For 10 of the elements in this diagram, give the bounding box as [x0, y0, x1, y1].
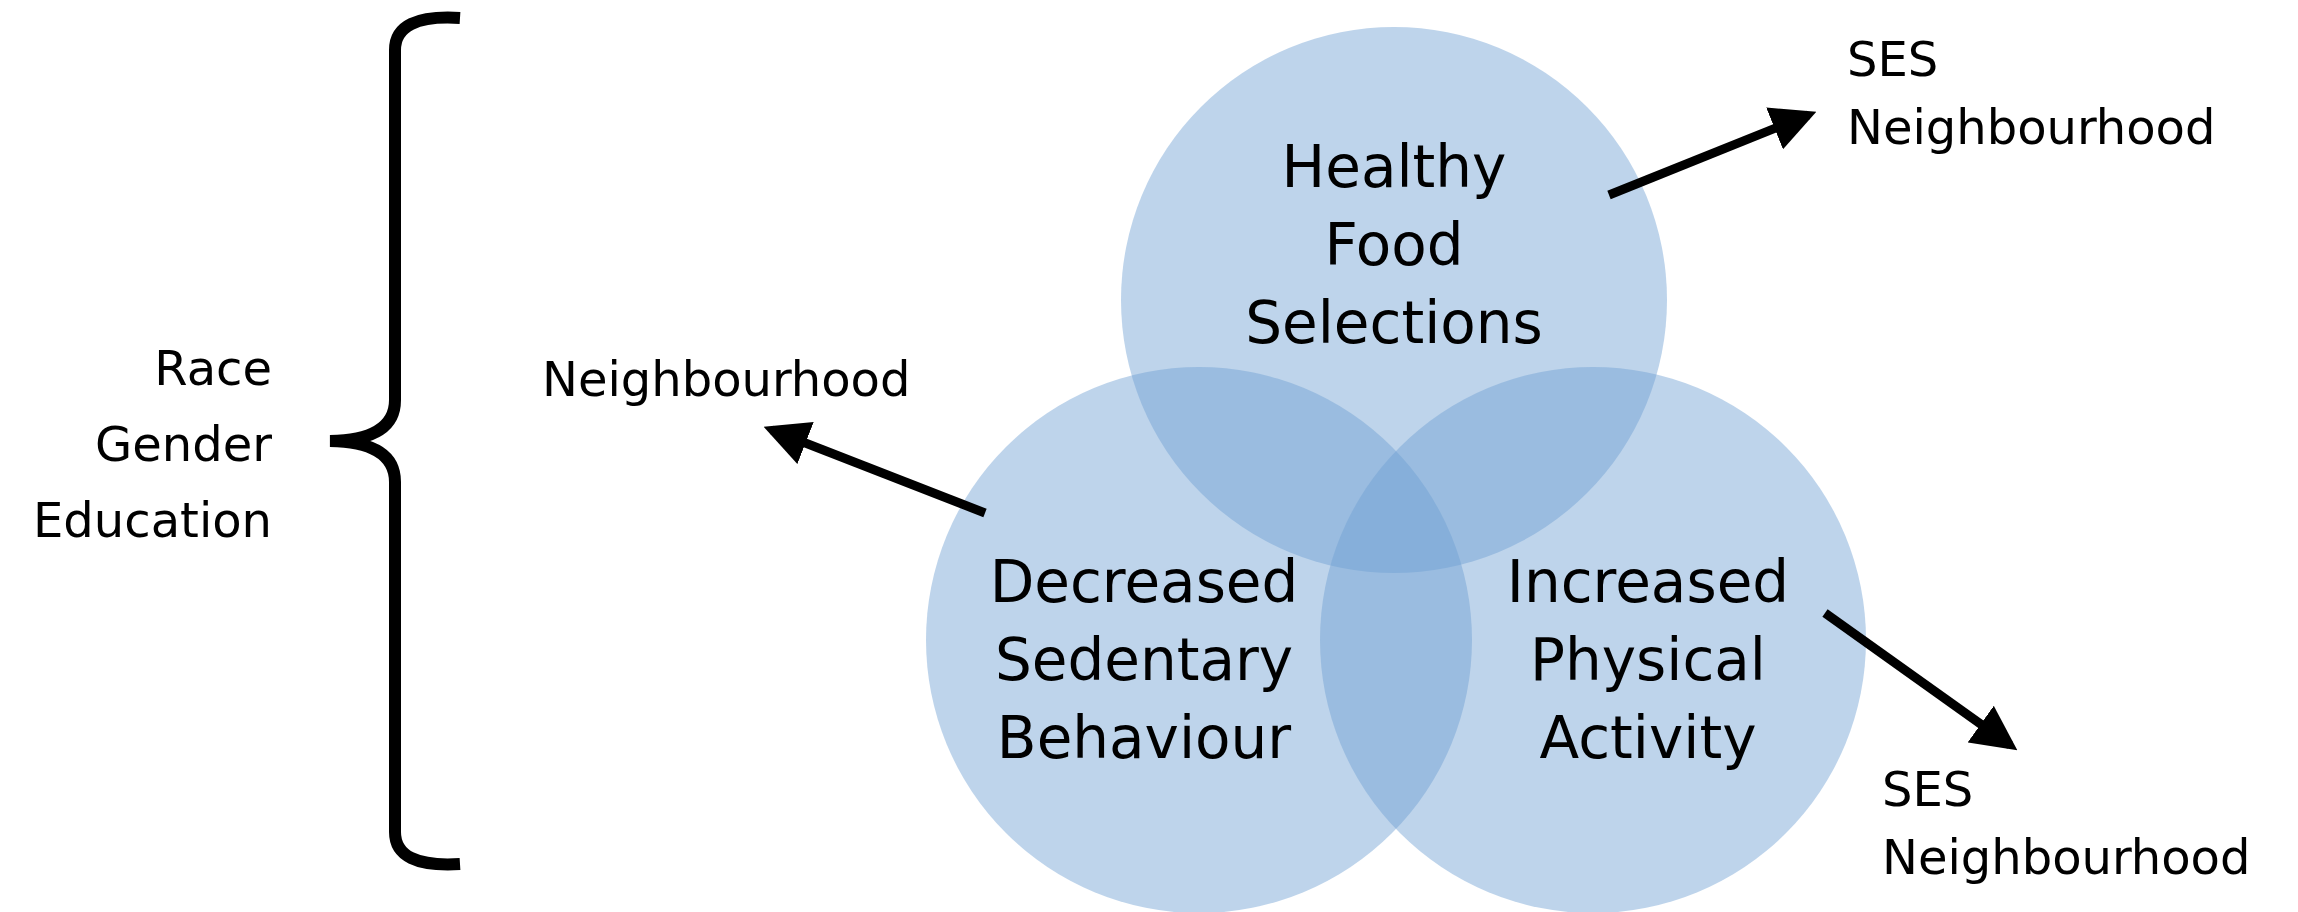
circle-label: Decreased Sedentary Behaviour: [989, 547, 1299, 774]
factor-label: Neighbourhood: [542, 345, 911, 413]
factor-label: SES Neighbourhood: [1847, 25, 2216, 161]
arrow: [1822, 609, 2018, 751]
circle-label: Healthy Food Selections: [1245, 132, 1543, 359]
arrow: [763, 422, 987, 518]
arrow: [1607, 107, 1817, 200]
circle-label: Increased Physical Activity: [1506, 547, 1790, 774]
factor-label: Race Gender Education: [33, 339, 272, 550]
factor-label: SES Neighbourhood: [1882, 755, 2251, 891]
